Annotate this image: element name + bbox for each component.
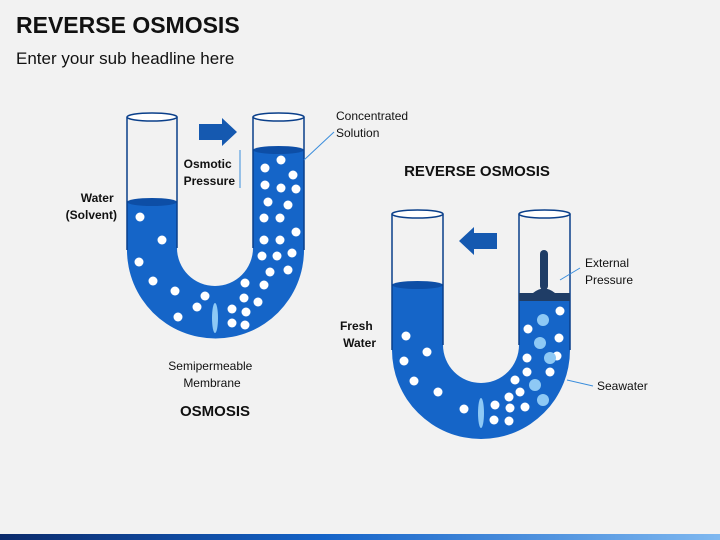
reverse-right-tube-rim (518, 209, 571, 219)
slide-title: REVERSE OSMOSIS (16, 12, 240, 38)
reverse-left-tube (391, 214, 444, 350)
fresh-water-surface (392, 281, 443, 289)
seawater-callout-line (566, 379, 594, 387)
osmosis-caption: OSMOSIS (180, 403, 250, 420)
seawater-label: Seawater (597, 379, 648, 393)
external-pressure-label: External Pressure (585, 256, 633, 287)
reverse-right-tube (518, 214, 571, 350)
concentrated-solution-label: Concentrated Solution (336, 109, 411, 140)
bottom-accent-bar (0, 534, 720, 540)
osmosis-left-tube (126, 117, 178, 250)
osmosis-right-tube-rim (252, 112, 305, 122)
reverse-osmosis-u-tube (391, 209, 594, 439)
membrane-label: Semipermeable Membrane (168, 359, 255, 390)
solution-callout-line (303, 131, 335, 161)
osmosis-right-tube (252, 117, 305, 250)
salt-particles (529, 314, 556, 406)
reverse-osmosis-water (392, 285, 570, 439)
left-arrow-icon (459, 227, 497, 255)
reverse-membrane (478, 398, 484, 428)
right-water-surface (253, 146, 304, 154)
reverse-osmosis-caption: REVERSE OSMOSIS (404, 163, 550, 180)
osmosis-left-tube-rim (126, 112, 178, 122)
right-arrow-icon (199, 118, 237, 146)
osmotic-pressure-label: Osmotic Pressure (184, 157, 236, 188)
osmosis-membrane (212, 303, 218, 333)
left-water-surface (127, 198, 177, 206)
osmosis-u-tube (126, 112, 335, 339)
fresh-water-particles (399, 331, 469, 414)
fresh-water-label: Fresh Water (340, 319, 376, 350)
seawater-particles (489, 306, 565, 426)
osmosis-solute-particles (227, 155, 301, 330)
piston-icon (519, 250, 570, 301)
reverse-left-tube-rim (391, 209, 444, 219)
slide-subtitle: Enter your sub headline here (16, 49, 235, 68)
osmosis-solvent-particles (134, 212, 210, 322)
water-label: Water (Solvent) (66, 191, 117, 222)
external-pressure-callout-line (559, 267, 581, 281)
